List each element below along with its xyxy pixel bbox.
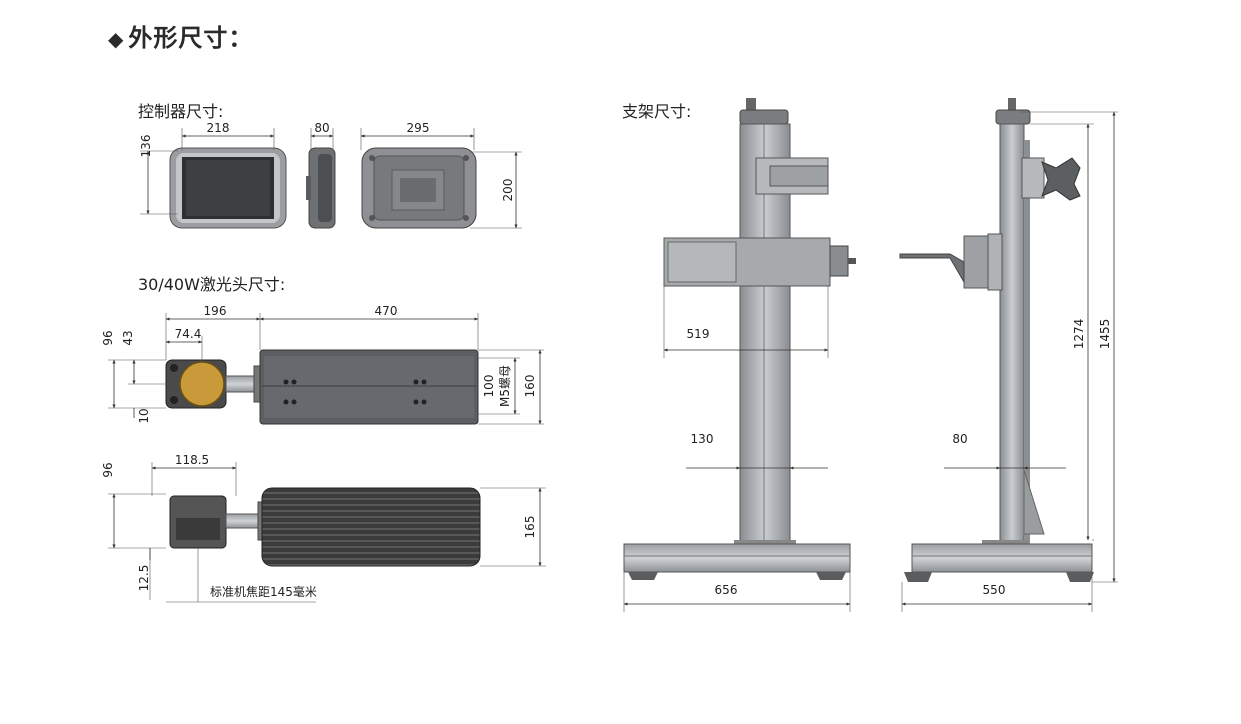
laser-side-height-dimensions: 96 12.5: [101, 462, 166, 600]
controller-depth-label: 80: [314, 121, 329, 135]
laser-side-bottom-offset-label: 12.5: [137, 565, 151, 592]
lens-offset-label: 74.4: [175, 327, 202, 341]
stand-column-depth-label: 80: [952, 432, 967, 446]
stand-base-width-dimension: 656: [623, 572, 851, 612]
controller-side-view: [306, 147, 336, 229]
controller-width-label: 218: [207, 121, 230, 135]
stand-side-view: [899, 98, 1094, 582]
page-title: ◆外形尺寸：: [108, 18, 253, 53]
stand-arm-length-label: 519: [687, 327, 710, 341]
stand-travel-height-dimension: 1274: [1020, 111, 1118, 541]
laser-side-tube-height-label: 165: [523, 516, 537, 539]
stand-section-label: 支架尺寸:: [622, 102, 692, 121]
controller-front-view: [169, 147, 287, 229]
laser-top-total-height-label: 96: [101, 330, 115, 345]
controller-height-label: 136: [139, 135, 153, 158]
stand-total-height-dimension: 1455: [1092, 111, 1118, 583]
diamond-bullet-icon: ◆: [108, 27, 125, 51]
laser-tube-length-label: 470: [375, 304, 398, 318]
stand-base-width-label: 656: [715, 583, 738, 597]
laser-tube-length-dimension: 470: [259, 304, 479, 350]
laser-tube-height-label: 160: [523, 375, 537, 398]
focal-distance-label: 标准机焦距145毫米: [210, 584, 317, 599]
stand-base-depth-dimension: 550: [901, 572, 1093, 612]
controller-back-height-label: 200: [501, 179, 515, 202]
laser-side-height-label: 96: [101, 462, 115, 477]
controller-height-dimension: 136: [139, 135, 178, 215]
controller-section-label: 控制器尺寸:: [138, 102, 224, 121]
laser-head-width-label: 196: [204, 304, 227, 318]
stand-column-width-label: 130: [691, 432, 714, 446]
stand-travel-height-label: 1274: [1072, 319, 1086, 350]
controller-back-width-label: 295: [407, 121, 430, 135]
laser-side-depth-label: 118.5: [175, 453, 209, 467]
lens-offset-dimension: 74.4: [165, 327, 203, 362]
stand-base-depth-label: 550: [983, 583, 1006, 597]
laser-side-tube-height-dimension: 165: [480, 487, 546, 567]
stand-total-height-label: 1455: [1098, 319, 1112, 350]
laser-head-width-dimension: 196: [165, 304, 261, 360]
stand-arm-length-dimension: 519: [663, 286, 829, 358]
laser-top-bottom-offset-label: 10: [137, 408, 151, 423]
laser-head-side-view: [169, 487, 481, 567]
laser-top-mid-height-label: 43: [121, 330, 135, 345]
stand-column-depth-dimension: 80: [944, 432, 1066, 470]
laser-top-height-dimensions: 96 43 10: [101, 330, 180, 424]
laser-head-top-view: [165, 349, 479, 425]
controller-back-height-dimension: 200: [470, 151, 522, 229]
nut-spacing-label: 100: [482, 375, 496, 398]
nut-type-label: M5螺母: [498, 365, 512, 407]
stand-column-width-dimension: 130: [686, 432, 828, 470]
controller-depth-dimension: 80: [310, 121, 334, 150]
focal-distance-note: 标准机焦距145毫米: [166, 548, 317, 603]
laser-top-right-dimensions: 100 M5螺母 160: [478, 349, 544, 425]
laser-head-section-label: 30/40W激光头尺寸:: [138, 275, 286, 294]
controller-width-dimension: 218: [181, 121, 275, 150]
controller-back-width-dimension: 295: [360, 121, 475, 150]
controller-back-view: [361, 147, 477, 229]
page-title-text: 外形尺寸：: [128, 24, 254, 52]
stand-front-view: [623, 98, 856, 580]
laser-side-depth-dimension: 118.5: [151, 453, 237, 496]
